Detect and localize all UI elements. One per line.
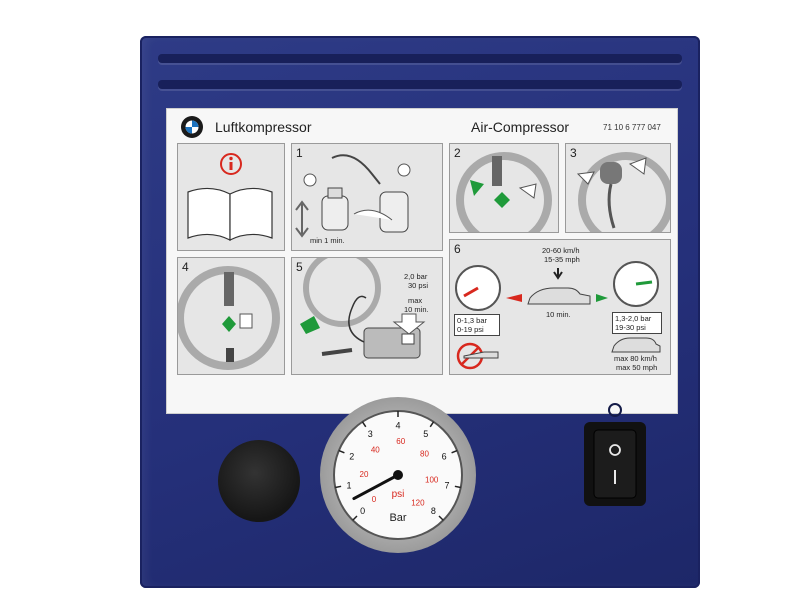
step-number: 5 xyxy=(296,260,303,274)
psi-tick-label: 60 xyxy=(396,437,405,446)
step-4-illustration xyxy=(178,266,280,370)
step-5-illustration xyxy=(300,258,426,359)
step-6-max-kmh: max 80 km/h xyxy=(614,354,657,363)
panel-manual xyxy=(177,143,285,251)
psi-tick-label: 80 xyxy=(420,450,429,459)
part-number: 71 10 6 777 047 xyxy=(603,123,661,132)
panel-step-1: 1 min 1 min. xyxy=(291,143,443,251)
info-icon xyxy=(220,153,242,175)
step-5-pressure-bar: 2,0 bar xyxy=(404,272,428,281)
panel-step-6: 6 20-60 km/h 15-35 mph 10 min. 0-1,3 bar xyxy=(449,239,671,375)
gauge-unit-psi: psi xyxy=(392,489,405,500)
step-5-max-label: max xyxy=(408,296,423,305)
ok-pressure-box: 1,3-2,0 bar 19-30 psi xyxy=(612,312,662,334)
psi-tick-label: 40 xyxy=(371,446,380,455)
psi-tick-label: 0 xyxy=(372,495,377,504)
bar-tick xyxy=(352,515,358,521)
bar-tick xyxy=(335,485,342,489)
manual-book-icon xyxy=(187,187,273,241)
step-2-illustration xyxy=(456,152,552,232)
step-5-max-time: 10 min. xyxy=(404,305,429,314)
step-number: 2 xyxy=(454,146,461,160)
bar-tick-label: 8 xyxy=(431,506,436,516)
step-5-pressure-psi: 30 psi xyxy=(408,281,429,290)
pressure-gauge: 0 1 2 3 4 5 6 7 8 0 20 40 60 80 100 120 Bar psi xyxy=(320,397,476,553)
gauge-needle xyxy=(352,473,400,501)
power-switch[interactable] xyxy=(584,422,646,506)
compressor-housing: Luftkompressor Air-Compressor 71 10 6 77… xyxy=(140,36,700,588)
psi-tick-label: 20 xyxy=(360,470,369,479)
low-pressure-psi: 0-19 psi xyxy=(457,325,484,334)
title-english: Air-Compressor xyxy=(471,119,570,135)
gauge-unit-bar: Bar xyxy=(389,512,406,524)
step-number: 1 xyxy=(296,146,303,160)
bar-tick xyxy=(338,449,345,454)
label-header: Luftkompressor Air-Compressor 71 10 6 77… xyxy=(167,109,677,143)
step-1-time: min 1 min. xyxy=(310,236,345,245)
bar-tick xyxy=(429,421,435,428)
gauge-needle-hub xyxy=(393,470,403,480)
bar-tick-label: 7 xyxy=(445,480,450,490)
ok-pressure-psi: 19-30 psi xyxy=(615,323,646,332)
low-pressure-bar: 0-1,3 bar xyxy=(457,316,488,325)
bar-tick-label: 6 xyxy=(442,451,447,461)
bar-tick-label: 2 xyxy=(349,451,354,461)
bar-tick xyxy=(454,485,461,489)
psi-tick-label: 120 xyxy=(411,499,425,508)
power-indicator-led xyxy=(608,403,622,417)
panel-step-4: 4 xyxy=(177,257,285,375)
ok-pressure-bar: 1,3-2,0 bar xyxy=(615,314,652,323)
bar-tick-label: 4 xyxy=(395,421,400,431)
vent-slot-bottom xyxy=(158,80,682,89)
bar-tick xyxy=(438,515,444,521)
step-6-speed-kmh: 20-60 km/h xyxy=(542,246,580,255)
panel-step-2: 2 xyxy=(449,143,559,233)
bar-tick xyxy=(361,421,367,428)
vent-slot-top xyxy=(158,54,682,63)
step-number: 6 xyxy=(454,242,461,256)
instruction-label: Luftkompressor Air-Compressor 71 10 6 77… xyxy=(166,108,678,414)
bar-tick-label: 1 xyxy=(346,480,351,490)
step-1-illustration xyxy=(295,154,411,238)
step-number: 3 xyxy=(570,146,577,160)
pressure-gauge-dial: 0 1 2 3 4 5 6 7 8 0 20 40 60 80 100 120 Bar psi xyxy=(333,410,463,540)
bar-tick-label: 0 xyxy=(360,506,365,516)
panel-step-3: 3 xyxy=(565,143,671,233)
step-3-illustration xyxy=(576,152,670,232)
panel-step-5: 5 2,0 bar 30 psi max 10 min. xyxy=(291,257,443,375)
step-6-drive-time: 10 min. xyxy=(546,310,571,319)
bmw-logo-icon xyxy=(181,116,203,138)
psi-tick-label: 100 xyxy=(425,476,439,485)
step-6-max-mph: max 50 mph xyxy=(616,363,658,372)
low-pressure-box: 0-1,3 bar 0-19 psi xyxy=(454,314,500,336)
bar-tick xyxy=(451,449,458,454)
title-german: Luftkompressor xyxy=(215,119,312,135)
hose-storage-cap[interactable] xyxy=(218,440,300,522)
step-6-illustration xyxy=(455,261,661,370)
bar-tick-label: 5 xyxy=(423,429,428,439)
bar-tick-label: 3 xyxy=(368,429,373,439)
power-switch-icon xyxy=(593,429,637,499)
step-number: 4 xyxy=(182,260,189,274)
step-6-speed-mph: 15-35 mph xyxy=(544,255,580,264)
